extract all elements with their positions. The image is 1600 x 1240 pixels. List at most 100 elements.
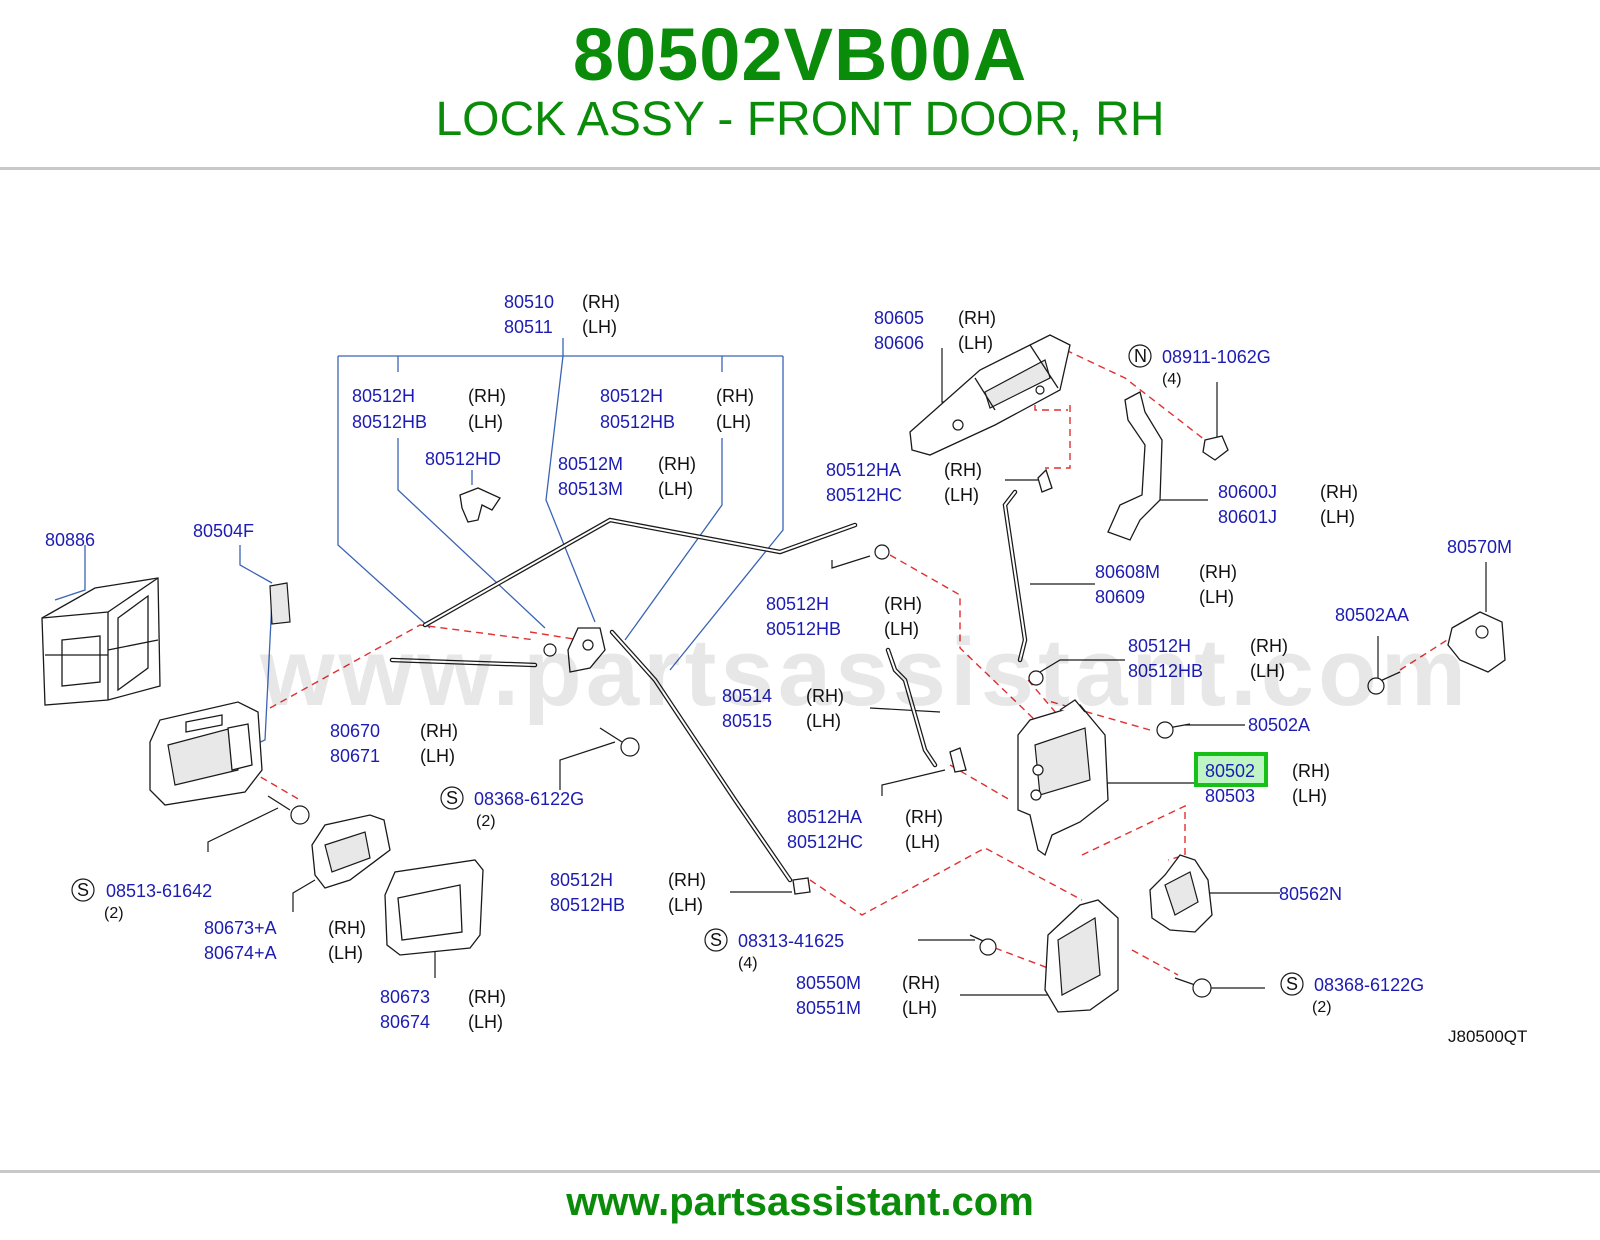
callout-side: (RH): [1320, 482, 1358, 502]
callout-c28[interactable]: 80550M (RH) 80551M (LH): [796, 973, 940, 1018]
callout-part-number[interactable]: 80515: [722, 711, 772, 731]
callout-part-number[interactable]: 80510: [504, 292, 554, 312]
callout-part-number[interactable]: 80608M: [1095, 562, 1160, 582]
callout-side: (LH): [328, 943, 363, 963]
footer-url[interactable]: www.partsassistant.com: [566, 1180, 1034, 1224]
callout-side: (RH): [658, 454, 696, 474]
callout-c11[interactable]: 80600J (RH) 80601J (LH): [1218, 482, 1358, 527]
callout-part-number[interactable]: 80671: [330, 746, 380, 766]
callout-side: (RH): [582, 292, 620, 312]
callout-c1[interactable]: 80510 (RH) 80511 (LH): [504, 292, 620, 337]
callout-c6[interactable]: 80886: [45, 530, 95, 550]
callout-part-number[interactable]: 80504F: [193, 521, 254, 541]
callout-c13[interactable]: 80608M (RH) 80609 (LH): [1095, 562, 1237, 607]
callout-part-number[interactable]: 80674: [380, 1012, 430, 1032]
callout-part-number[interactable]: 80886: [45, 530, 95, 550]
callout-part-number[interactable]: 80512HB: [766, 619, 841, 639]
callout-side: (RH): [328, 918, 366, 938]
callout-c19[interactable]: 80670 (RH) 80671 (LH): [330, 721, 458, 766]
callout-part-number[interactable]: 80502A: [1248, 715, 1310, 735]
callout-c29[interactable]: S 08368-6122G (2): [1280, 972, 1424, 1016]
callout-c8[interactable]: 80605 (RH) 80606 (LH): [874, 308, 996, 353]
callout-part-number[interactable]: 80512HB: [600, 412, 675, 432]
callout-part-number[interactable]: 80673+A: [204, 918, 277, 938]
callout-c17[interactable]: 80514 (RH) 80515 (LH): [722, 686, 844, 731]
callout-part-number[interactable]: 80514: [722, 686, 772, 706]
header-divider: [0, 167, 1600, 170]
callout-c14[interactable]: 80512H (RH) 80512HB (LH): [1128, 636, 1288, 681]
callout-part-number[interactable]: 80562N: [1279, 884, 1342, 904]
callout-part-number[interactable]: 80512HD: [425, 449, 501, 469]
callout-part-number[interactable]: 80512HA: [826, 460, 901, 480]
callout-part-number[interactable]: 80512H: [550, 870, 613, 890]
callout-c4[interactable]: 80512HD: [425, 449, 501, 469]
callout-c18[interactable]: 80502A: [1248, 715, 1310, 735]
callout-part-number[interactable]: 80550M: [796, 973, 861, 993]
callout-side: (RH): [884, 594, 922, 614]
handle-bracket-80673A: [311, 814, 391, 889]
callout-part-number[interactable]: 80605: [874, 308, 924, 328]
callout-c27[interactable]: S 08313-41625 (4): [704, 928, 844, 972]
callout-part-number[interactable]: 08911-1062G: [1162, 347, 1271, 367]
callout-part-number[interactable]: 80600J: [1218, 482, 1277, 502]
callout-c22[interactable]: 80512HA (RH) 80512HC (LH): [787, 807, 943, 852]
callout-part-number[interactable]: 80609: [1095, 587, 1145, 607]
callout-part-number[interactable]: 80670: [330, 721, 380, 741]
inside-handle-80670: [149, 701, 263, 806]
callout-c3[interactable]: 80512H (RH) 80512HB (LH): [600, 386, 754, 432]
callout-part-number[interactable]: 08368-6122G: [474, 789, 584, 809]
fastener-prefix: S: [77, 880, 89, 900]
callout-part-number[interactable]: 80512H: [352, 386, 415, 406]
callout-c26[interactable]: 80673+A (RH) 80674+A (LH): [204, 918, 366, 963]
callout-part-number[interactable]: 80512H: [1128, 636, 1191, 656]
callout-part-number[interactable]: 08513-61642: [106, 881, 212, 901]
callout-c10[interactable]: 80512HA (RH) 80512HC (LH): [826, 460, 982, 505]
callout-c16[interactable]: 80512H (RH) 80512HB (LH): [766, 594, 922, 639]
callout-c21[interactable]: 80502 (RH) 80503 (LH): [1205, 761, 1330, 806]
callout-c7[interactable]: 80504F: [193, 521, 254, 541]
assembly-dashed-lines: [239, 344, 1456, 976]
callout-part-number[interactable]: 80512HB: [550, 895, 625, 915]
callout-c25[interactable]: 80562N: [1279, 884, 1342, 904]
callout-part-number[interactable]: 80601J: [1218, 507, 1277, 527]
actuator-80550M: [1044, 899, 1119, 1013]
callout-part-number[interactable]: 80503: [1205, 786, 1255, 806]
callout-side: (LH): [468, 1012, 503, 1032]
callout-c30[interactable]: 80673 (RH) 80674 (LH): [380, 987, 506, 1032]
callout-c20[interactable]: S 08368-6122G (2): [440, 786, 584, 830]
callout-c2[interactable]: 80512H (RH) 80512HB (LH): [352, 386, 506, 432]
callout-part-number[interactable]: 80512HA: [787, 807, 862, 827]
callout-part-number-highlighted[interactable]: 80502: [1205, 761, 1255, 781]
callout-c5[interactable]: 80512M (RH) 80513M (LH): [558, 454, 696, 499]
callout-part-number[interactable]: 80513M: [558, 479, 623, 499]
callout-part-number[interactable]: 80512HB: [352, 412, 427, 432]
callout-part-number[interactable]: 80570M: [1447, 537, 1512, 557]
callout-side: (RH): [806, 686, 844, 706]
callout-part-number[interactable]: 80512M: [558, 454, 623, 474]
callout-c24[interactable]: 80512H (RH) 80512HB (LH): [550, 870, 706, 915]
callout-part-number[interactable]: 80511: [504, 317, 553, 337]
callout-c15[interactable]: 80502AA: [1335, 605, 1409, 625]
callout-part-number[interactable]: 80512H: [766, 594, 829, 614]
callout-c23[interactable]: S 08513-61642 (2): [71, 878, 212, 922]
callout-part-number[interactable]: 80551M: [796, 998, 861, 1018]
cover-80562N: [1149, 854, 1213, 933]
callout-c12[interactable]: 80570M: [1447, 537, 1512, 557]
diagram-code: J80500QT: [1448, 1027, 1527, 1046]
callout-part-number[interactable]: 80512HC: [826, 485, 902, 505]
callout-part-number[interactable]: 80673: [380, 987, 430, 1007]
escutcheon-80673: [384, 859, 484, 956]
callout-part-number[interactable]: 80606: [874, 333, 924, 353]
callout-part-number[interactable]: 80674+A: [204, 943, 277, 963]
bellcrank: [543, 627, 606, 673]
callout-part-number[interactable]: 08368-6122G: [1314, 975, 1424, 995]
callout-quantity: (2): [476, 813, 496, 830]
callout-part-number[interactable]: 80512HC: [787, 832, 863, 852]
callout-part-number[interactable]: 80512HB: [1128, 661, 1203, 681]
callout-part-number[interactable]: 08313-41625: [738, 931, 844, 951]
callout-part-number[interactable]: 80512H: [600, 386, 663, 406]
callout-part-number[interactable]: 80502AA: [1335, 605, 1409, 625]
callout-side: (LH): [902, 998, 937, 1018]
callout-c9[interactable]: N 08911-1062G (4): [1128, 344, 1271, 388]
callout-side: (LH): [905, 832, 940, 852]
